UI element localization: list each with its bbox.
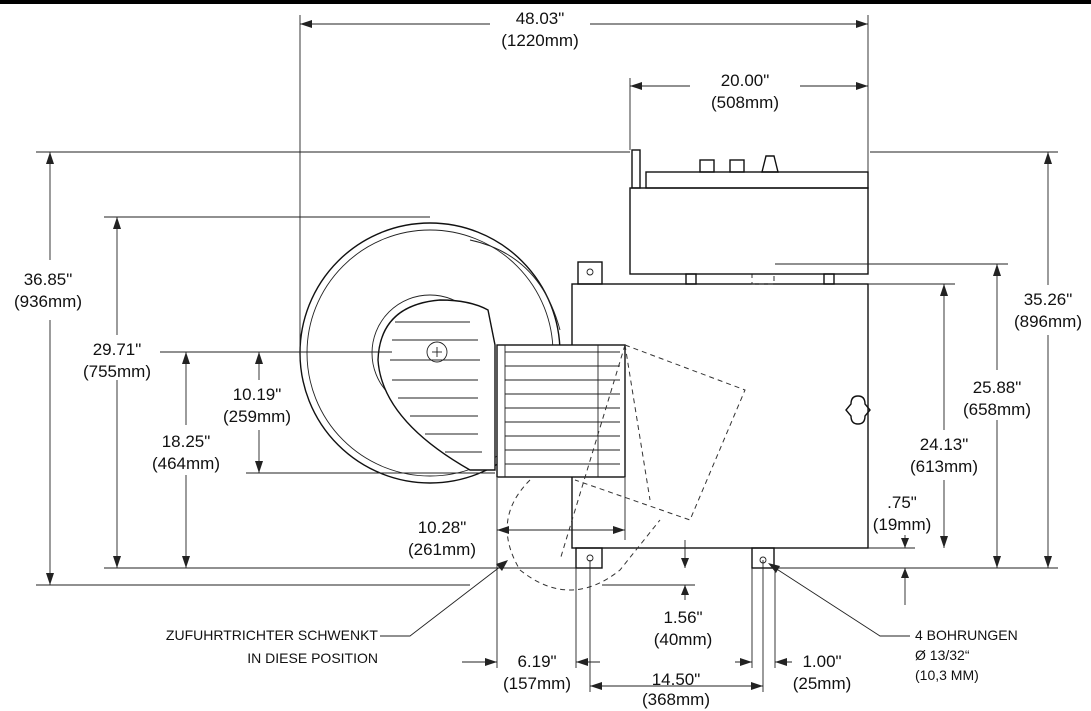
grate-width-mm: (261mm) [408, 540, 476, 559]
right-height-mm: (896mm) [1014, 312, 1082, 331]
foot-drop-in: 1.56" [663, 608, 702, 627]
grate-height-in: 10.19" [233, 385, 282, 404]
notes: ZUFUHRTRICHTER SCHWENKT IN DIESE POSITIO… [166, 627, 1018, 683]
machine-outline [299, 149, 871, 591]
center-height-in: 18.25" [162, 432, 211, 451]
hopper-disk [377, 299, 496, 471]
grate-height-mm: (259mm) [223, 407, 291, 426]
body-height-mm: (658mm) [963, 400, 1031, 419]
hopper-note-line1: ZUFUHRTRICHTER SCHWENKT [166, 627, 379, 643]
control-box-width-mm: (508mm) [711, 93, 779, 112]
body-inner-height-mm: (613mm) [910, 457, 978, 476]
holes-note-line1: 4 BOHRUNGEN [915, 627, 1018, 643]
hole-spacing-mm: (368mm) [642, 690, 710, 709]
holes-note-line3: (10,3 MM) [915, 667, 979, 683]
body-height-in: 25.88" [973, 378, 1022, 397]
overall-height-in: 36.85" [24, 270, 73, 289]
keyhole-icon [845, 395, 871, 425]
hole-spacing-in: 14.50" [652, 670, 701, 689]
holes-note-line2: Ø 13/32“ [915, 647, 970, 663]
hopper-height-mm: (755mm) [83, 362, 151, 381]
right-offset-mm: (25mm) [793, 674, 852, 693]
right-height-in: 35.26" [1024, 290, 1073, 309]
body-inner-height-in: 24.13" [920, 435, 969, 454]
hopper-height-in: 29.71" [93, 340, 142, 359]
overall-width-in: 48.03" [516, 9, 565, 28]
foot-drop-mm: (40mm) [654, 630, 713, 649]
right-offset-in: 1.00" [802, 652, 841, 671]
foot-offset-in: .75" [887, 493, 917, 512]
overall-width-mm: (1220mm) [501, 31, 578, 50]
top-border [0, 0, 1091, 4]
left-offset-in: 6.19" [517, 652, 556, 671]
dimension-labels: 48.03" (1220mm) 20.00" (508mm) 36.85" (9… [14, 9, 1082, 709]
control-box-width-in: 20.00" [721, 71, 770, 90]
left-offset-mm: (157mm) [503, 674, 571, 693]
overall-height-mm: (936mm) [14, 292, 82, 311]
foot-offset-mm: (19mm) [873, 515, 932, 534]
swing-position-dashed [506, 344, 746, 591]
hopper-note-line2: IN DIESE POSITION [247, 650, 378, 666]
feed-grate [496, 344, 626, 478]
grate-width-in: 10.28" [418, 518, 467, 537]
dimension-lines [36, 15, 1058, 692]
center-height-mm: (464mm) [152, 454, 220, 473]
